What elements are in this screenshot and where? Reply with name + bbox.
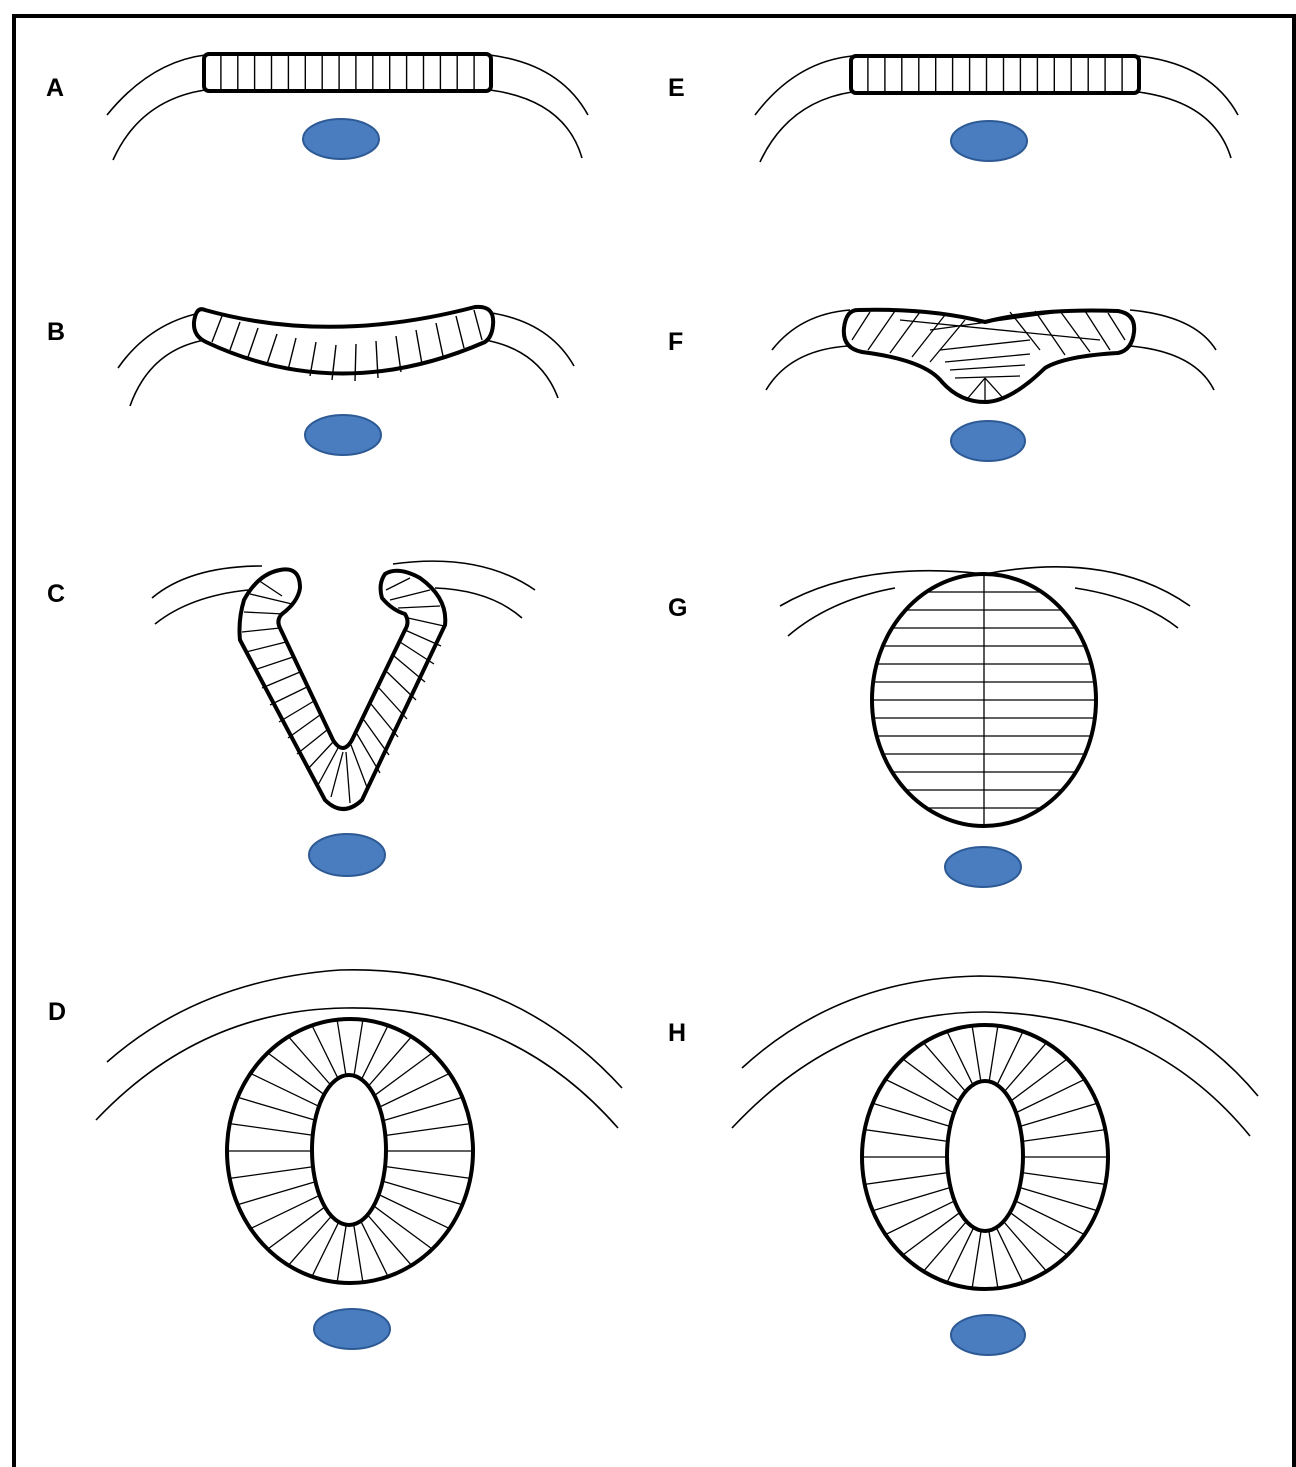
notochord	[314, 1309, 390, 1349]
panel-label-a: A	[46, 74, 64, 102]
notochord	[305, 415, 381, 455]
panel-e: E	[668, 56, 1238, 162]
notochord	[951, 1315, 1025, 1355]
panel-label-f: F	[668, 328, 683, 356]
panel-a: A	[46, 54, 588, 160]
panel-label-g: G	[668, 594, 687, 622]
panel-g: G	[668, 567, 1190, 887]
notochord	[951, 121, 1027, 161]
neural-plate	[851, 56, 1139, 93]
panel-label-e: E	[668, 74, 685, 102]
ectoderm-arc-outer	[152, 561, 535, 598]
neural-canal	[312, 1075, 386, 1225]
panel-label-b: B	[47, 318, 65, 346]
notochord	[951, 421, 1025, 461]
panel-label-h: H	[668, 1019, 686, 1047]
figure-frame	[14, 16, 1294, 1467]
neural-canal	[947, 1081, 1023, 1231]
panel-h: H	[668, 976, 1258, 1355]
notochord	[303, 119, 379, 159]
panel-f: F	[668, 310, 1216, 461]
panel-d: D	[48, 970, 622, 1349]
panel-label-d: D	[48, 998, 66, 1026]
panel-label-c: C	[47, 580, 65, 608]
ectoderm-arc-inner	[155, 588, 522, 624]
neural-keel	[844, 310, 1134, 402]
notochord	[309, 834, 385, 876]
panel-b: B	[47, 307, 574, 455]
panel-c: C	[47, 561, 535, 876]
neural-plate	[194, 307, 493, 374]
neural-groove	[240, 569, 446, 809]
notochord	[945, 847, 1021, 887]
neural-plate	[204, 54, 491, 91]
